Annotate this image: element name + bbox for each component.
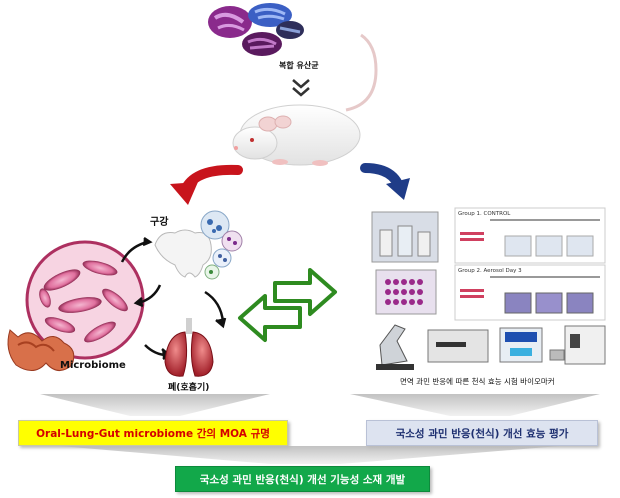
funnel-shapes — [40, 394, 600, 464]
group1-label: Group 1. CONTROL — [458, 211, 511, 217]
double-chevron-down-icon — [292, 79, 310, 97]
microbiome-label: Microbiome — [60, 360, 126, 371]
group-panels — [454, 207, 606, 321]
efficacy-box: 국소성 과민 반응(천식) 개선 효능 평가 — [366, 420, 598, 446]
oral-label: 구강 — [150, 217, 169, 228]
red-arrow-left — [170, 164, 243, 205]
group2-label: Group 2. Aerosol Day 3 — [458, 268, 522, 274]
probiotics-image — [205, 2, 310, 60]
assay-photos — [371, 211, 439, 315]
moa-box: Oral-Lung-Gut microbiome 간의 MOA 규명 — [18, 420, 288, 446]
assay-label: 면역 과민 반응에 따른 천식 효능 시험 바이오마커 — [400, 377, 555, 386]
lung-image — [164, 318, 214, 377]
instrument-images — [376, 324, 606, 370]
blue-arrow-right — [360, 163, 410, 200]
microbiome-image — [25, 240, 145, 360]
intestine-image — [7, 329, 75, 371]
tooth-image — [154, 229, 212, 278]
green-exchange-arrows — [238, 268, 337, 342]
black-arrows — [120, 236, 227, 361]
lung-label: 폐(호흡기) — [168, 383, 210, 393]
oral-bacteria-image — [200, 210, 243, 280]
material-development-box: 국소성 과민 반응(천식) 개선 기능성 소재 개발 — [175, 466, 430, 492]
rat-image — [232, 33, 378, 166]
probiotics-label: 복합 유산균 — [279, 61, 319, 70]
